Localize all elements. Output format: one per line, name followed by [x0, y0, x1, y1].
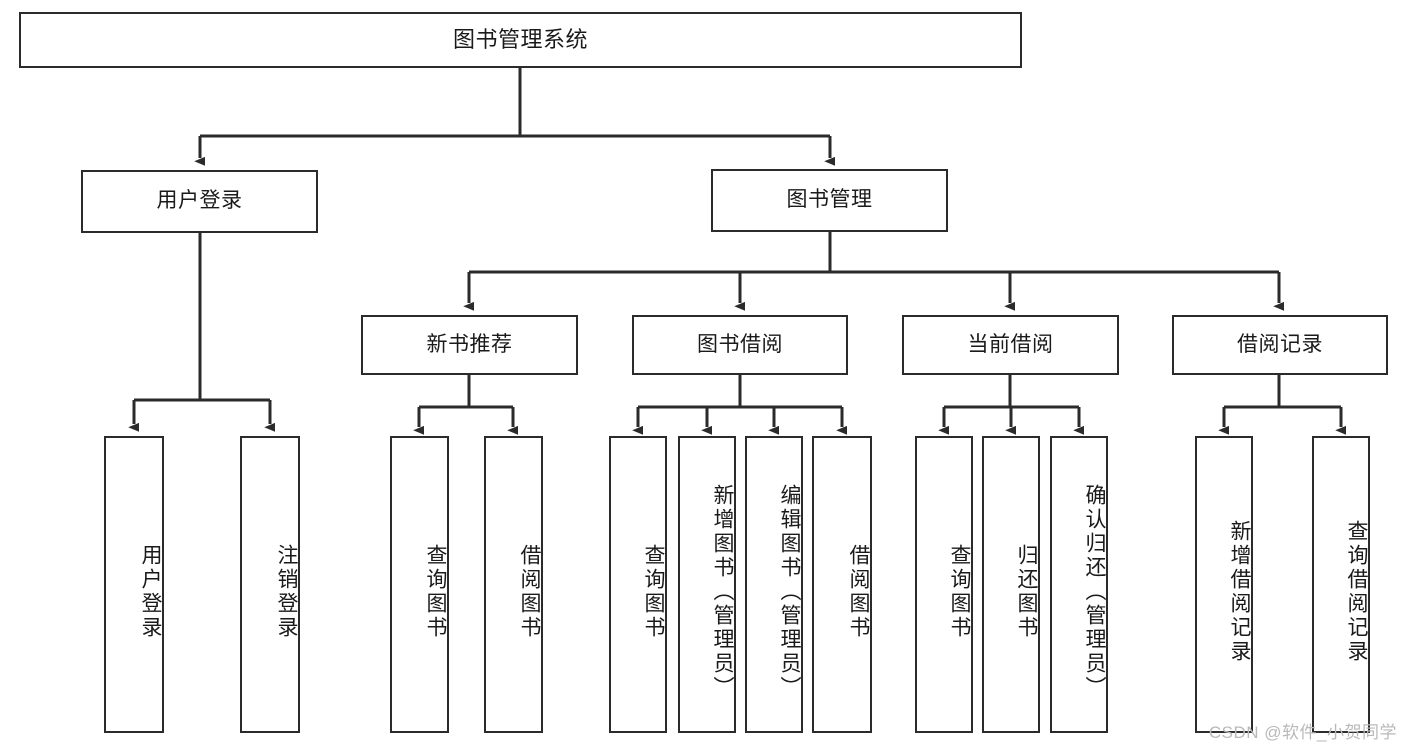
node-user-login-label: 用户登录	[156, 189, 243, 213]
leaf-recommend-borrow-book-label: 借阅图书	[518, 543, 541, 640]
leaf-current-return-book[interactable]: 归还图书	[982, 436, 1040, 733]
node-book-manage[interactable]: 图书管理	[711, 169, 948, 232]
node-current-borrow[interactable]: 当前借阅	[902, 315, 1119, 375]
leaf-user-login-label: 用户登录	[139, 543, 162, 640]
leaf-current-confirm-return-label: 确认归还（管理员）	[1083, 483, 1106, 700]
leaf-borrow-query-book-label: 查询图书	[642, 543, 665, 640]
leaf-record-add[interactable]: 新增借阅记录	[1195, 436, 1253, 733]
node-current-borrow-label: 当前借阅	[967, 332, 1054, 356]
leaf-user-logout-label: 注销登录	[275, 543, 298, 640]
node-user-login[interactable]: 用户登录	[81, 170, 318, 233]
leaf-current-confirm-return[interactable]: 确认归还（管理员）	[1050, 436, 1108, 733]
leaf-record-add-label: 新增借阅记录	[1228, 519, 1251, 664]
leaf-current-query-book-label: 查询图书	[948, 543, 971, 640]
leaf-borrow-query-book[interactable]: 查询图书	[609, 436, 667, 733]
leaf-record-query-label: 查询借阅记录	[1345, 519, 1368, 664]
leaf-recommend-query-book[interactable]: 查询图书	[390, 436, 449, 733]
node-book-manage-label: 图书管理	[786, 188, 873, 212]
leaf-recommend-borrow-book[interactable]: 借阅图书	[484, 436, 543, 733]
node-book-borrow-label: 图书借阅	[697, 332, 783, 356]
leaf-borrow-add-book-label: 新增图书（管理员）	[711, 483, 734, 700]
node-borrow-record-label: 借阅记录	[1237, 332, 1323, 356]
csdn-watermark: CSDN @软件_小贺同学	[1208, 723, 1397, 742]
leaf-borrow-borrow-book-label: 借阅图书	[847, 543, 870, 640]
node-root[interactable]: 图书管理系统	[19, 12, 1022, 68]
leaf-borrow-edit-book-label: 编辑图书（管理员）	[778, 483, 801, 700]
node-root-label: 图书管理系统	[452, 27, 588, 53]
leaf-user-login[interactable]: 用户登录	[104, 436, 164, 733]
node-book-borrow[interactable]: 图书借阅	[632, 315, 848, 375]
node-new-book-recommend-label: 新书推荐	[426, 332, 513, 356]
leaf-current-query-book[interactable]: 查询图书	[915, 436, 973, 733]
node-borrow-record[interactable]: 借阅记录	[1172, 315, 1388, 375]
leaf-borrow-add-book[interactable]: 新增图书（管理员）	[678, 436, 736, 733]
leaf-recommend-query-book-label: 查询图书	[424, 543, 447, 640]
leaf-user-logout[interactable]: 注销登录	[240, 436, 300, 733]
leaf-current-return-book-label: 归还图书	[1015, 543, 1038, 640]
leaf-record-query[interactable]: 查询借阅记录	[1312, 436, 1370, 733]
leaf-borrow-borrow-book[interactable]: 借阅图书	[812, 436, 872, 733]
node-new-book-recommend[interactable]: 新书推荐	[361, 315, 578, 375]
leaf-borrow-edit-book[interactable]: 编辑图书（管理员）	[745, 436, 803, 733]
